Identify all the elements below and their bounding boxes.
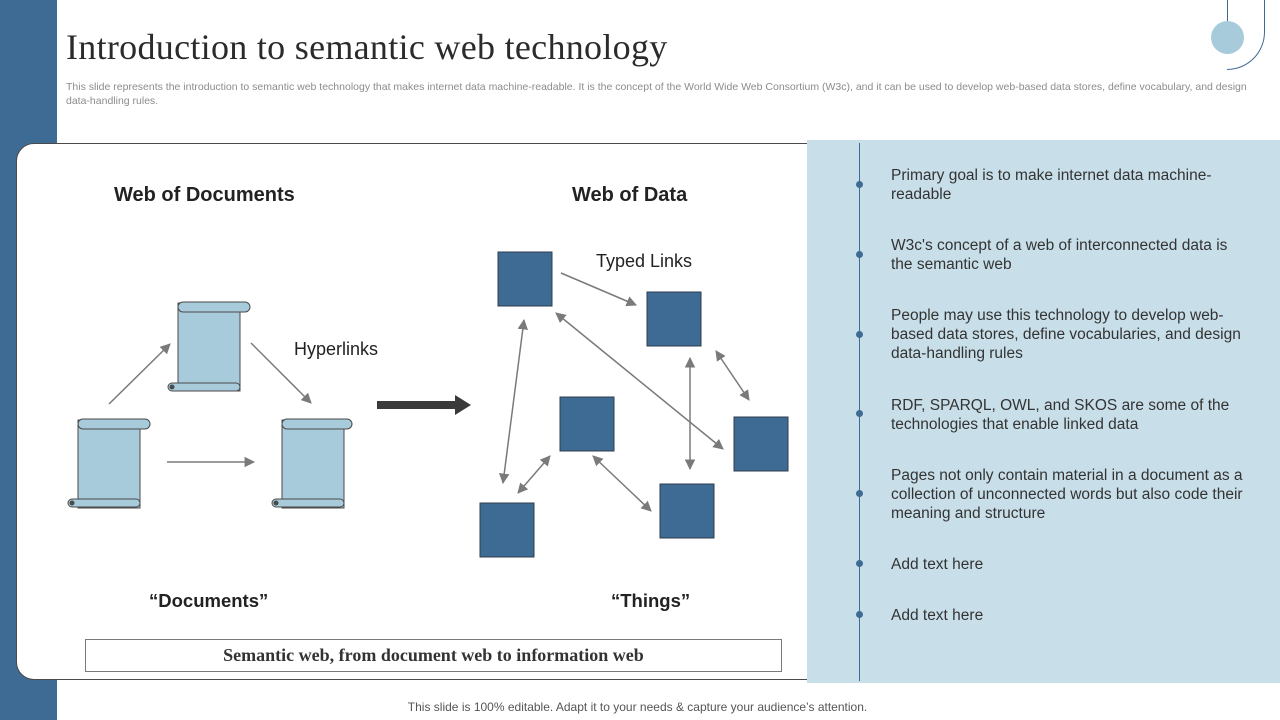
thing-node [559,396,615,452]
hyperlink-arrow [250,342,312,404]
hyperlinks-label: Hyperlinks [294,339,379,359]
bullet-item: People may use this technology to develo… [891,307,1241,362]
bullet-item: Primary goal is to make internet data ma… [891,167,1212,203]
thing-node [646,291,702,347]
bullet-panel [807,140,1280,683]
typed-link-arrow [560,272,637,307]
document-scroll-left [67,418,151,509]
web-of-documents-heading: Web of Documents [114,184,295,206]
timeline-dot [856,181,863,188]
documents-caption: “Documents” [149,590,269,611]
timeline-dot [856,560,863,567]
thing-node [659,483,715,539]
timeline-dot [856,611,863,618]
timeline-dot [856,331,863,338]
thing-node [733,416,789,472]
typed-links-label: Typed Links [596,251,693,271]
bullet-item: Add text here [891,556,984,573]
hyperlink-arrow [108,343,171,405]
document-scroll-top [167,301,251,392]
timeline-dot [856,251,863,258]
typed-link-arrow [555,312,724,450]
slide-title: Introduction to semantic web technology [66,27,668,67]
things-caption: “Things” [611,590,691,611]
thing-node [479,502,535,558]
slide-subtitle: This slide represents the introduction t… [66,81,1247,107]
transition-arrow [377,395,471,415]
typed-link-arrow [715,350,750,401]
typed-link-arrow [517,455,551,494]
thing-node [497,251,553,307]
footer-note: This slide is 100% editable. Adapt it to… [407,700,868,714]
bullet-item: Pages not only contain material in a doc… [891,467,1243,522]
summary-box: Semantic web, from document web to infor… [85,639,782,672]
timeline-dot [856,410,863,417]
web-of-data-heading: Web of Data [572,184,688,206]
bullet-item: W3c's concept of a web of interconnected… [891,237,1228,273]
typed-link-arrow [499,318,528,485]
decorative-circle [1211,21,1244,54]
document-scroll-right [271,418,353,509]
timeline-dot [856,490,863,497]
bullet-item: RDF, SPARQL, OWL, and SKOS are some of t… [891,397,1230,433]
typed-link-arrow [592,455,652,512]
bullet-item: Add text here [891,607,984,624]
